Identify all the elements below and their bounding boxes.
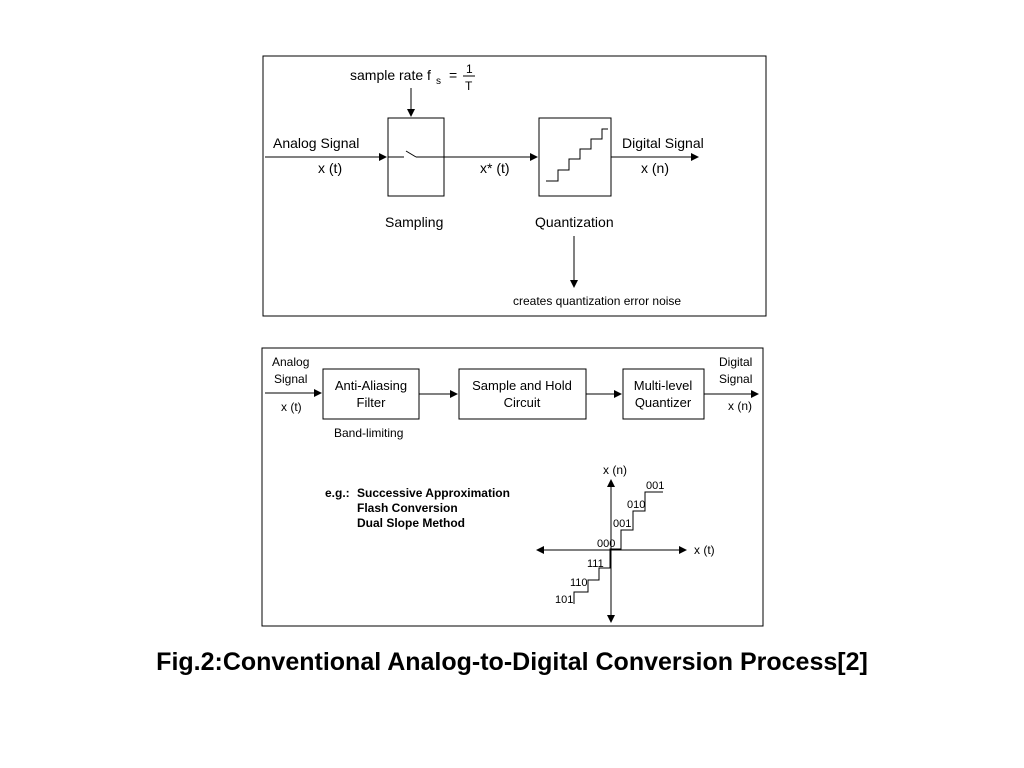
- quantization-label: Quantization: [535, 214, 614, 230]
- eg-item-successive: Successive Approximation: [357, 486, 510, 500]
- noise-note: creates quantization error noise: [513, 294, 681, 308]
- plot-y-label: x (n): [603, 463, 627, 477]
- fraction-denominator: T: [465, 79, 473, 93]
- transfer-staircase: [573, 491, 663, 604]
- code-label-110: 110: [570, 577, 588, 589]
- staircase-icon: [546, 128, 608, 182]
- top-panel-frame: [262, 55, 767, 317]
- analog-signal-var: x (t): [318, 160, 342, 176]
- sample-hold-box: [458, 368, 587, 420]
- filter-label-2: Filter: [357, 395, 387, 410]
- bottom-input-label-2: Signal: [274, 372, 307, 386]
- sh-label-2: Circuit: [504, 395, 541, 410]
- sample-rate-label: sample rate f: [350, 67, 431, 83]
- bottom-output-label-2: Signal: [719, 372, 752, 386]
- code-label-000: 000: [597, 538, 615, 550]
- code-label-top: 001: [646, 480, 664, 492]
- plot-x-label: x (t): [694, 543, 715, 557]
- band-limiting-note: Band-limiting: [334, 426, 403, 440]
- sample-rate-equals: =: [449, 67, 457, 83]
- eg-item-flash: Flash Conversion: [357, 501, 458, 515]
- code-label-001: 001: [613, 518, 631, 530]
- digital-signal-label: Digital Signal: [622, 135, 704, 151]
- bottom-input-var: x (t): [281, 400, 302, 414]
- bottom-output-label-1: Digital: [719, 355, 752, 369]
- bottom-output-var: x (n): [728, 399, 752, 413]
- code-label-010: 010: [627, 499, 645, 511]
- quantization-box: [538, 117, 612, 197]
- eg-item-dual-slope: Dual Slope Method: [357, 516, 465, 530]
- sample-rate-subscript: s: [436, 76, 441, 87]
- bottom-panel-frame: [261, 347, 764, 627]
- sampled-var: x* (t): [480, 160, 510, 176]
- top-panel: sample rate f s = 1 T Analog Signal x (t…: [262, 55, 767, 317]
- bottom-input-label-1: Analog: [272, 355, 309, 369]
- quantizer-transfer-plot: x (n) x (t) 001 010 001 000 111 110 101: [536, 463, 715, 623]
- analog-signal-label: Analog Signal: [273, 135, 359, 151]
- code-label-101: 101: [555, 594, 573, 606]
- sh-label-1: Sample and Hold: [472, 378, 572, 393]
- bottom-panel: Analog Signal x (t) Anti-Aliasing Filter…: [261, 347, 764, 627]
- digital-signal-var: x (n): [641, 160, 669, 176]
- multilevel-quantizer-box: [622, 368, 705, 420]
- code-label-111: 111: [587, 558, 604, 570]
- filter-label-1: Anti-Aliasing: [335, 378, 407, 393]
- eg-prefix: e.g.:: [325, 486, 350, 500]
- figure-caption: Fig.2:Conventional Analog-to-Digital Con…: [156, 648, 868, 676]
- quantizer-label-1: Multi-level: [634, 378, 693, 393]
- switch-icon: [388, 150, 444, 158]
- sampling-label: Sampling: [385, 214, 443, 230]
- fraction-numerator: 1: [466, 62, 473, 76]
- quantizer-label-2: Quantizer: [635, 395, 692, 410]
- anti-aliasing-filter-box: [322, 368, 420, 420]
